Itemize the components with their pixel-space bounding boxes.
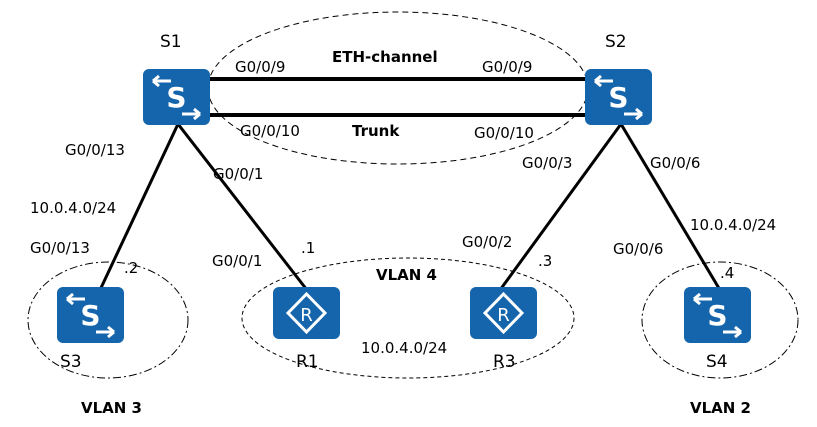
switch-glyph: S bbox=[608, 81, 628, 114]
s2-g0-0-10: G0/0/10 bbox=[474, 124, 534, 142]
label-s1: S1 bbox=[160, 32, 182, 52]
switch-s1[interactable]: S bbox=[141, 67, 212, 127]
s1-g0-0-1: G0/0/1 bbox=[213, 165, 263, 183]
s4-addr: .4 bbox=[720, 264, 734, 282]
link-s1-s3 bbox=[98, 123, 180, 291]
s2-s4-subnet: 10.0.4.0/24 bbox=[690, 216, 776, 234]
s2-g0-0-9: G0/0/9 bbox=[482, 58, 532, 76]
label-s4: S4 bbox=[706, 352, 728, 372]
vlan4-subnet: 10.0.4.0/24 bbox=[361, 339, 447, 357]
vlan2-ellipse bbox=[641, 261, 799, 379]
vlan3-ellipse bbox=[27, 261, 189, 379]
s1-s3-subnet: 10.0.4.0/24 bbox=[30, 199, 116, 217]
vlan2-label: VLAN 2 bbox=[690, 399, 751, 417]
link-s2-r3 bbox=[498, 123, 623, 291]
vlan4-ellipse bbox=[241, 257, 575, 379]
s3-addr: .2 bbox=[124, 259, 138, 277]
link-s2-s4 bbox=[619, 123, 722, 291]
s2-g0-0-3: G0/0/3 bbox=[522, 154, 572, 172]
switch-glyph: S bbox=[80, 299, 100, 332]
vlan3-label: VLAN 3 bbox=[81, 399, 142, 417]
router-r1[interactable]: R bbox=[271, 285, 342, 341]
r3-g0-0-2: G0/0/2 bbox=[462, 233, 512, 251]
s1-g0-0-9: G0/0/9 bbox=[235, 58, 285, 76]
s1-g0-0-13: G0/0/13 bbox=[65, 141, 125, 159]
switch-glyph: S bbox=[707, 299, 727, 332]
label-s2: S2 bbox=[605, 32, 627, 52]
switch-s2[interactable]: S bbox=[583, 67, 654, 127]
trunk-label: Trunk bbox=[352, 122, 400, 140]
link-s1-r1 bbox=[176, 123, 309, 291]
label-r3: R3 bbox=[493, 352, 516, 372]
switch-s3[interactable]: S bbox=[55, 285, 126, 345]
router-glyph: R bbox=[300, 305, 313, 326]
s3-g0-0-13: G0/0/13 bbox=[30, 239, 90, 257]
eth-channel-label: ETH-channel bbox=[332, 48, 438, 66]
s2-g0-0-6: G0/0/6 bbox=[650, 154, 700, 172]
vlan4-label: VLAN 4 bbox=[376, 266, 437, 284]
switch-s4[interactable]: S bbox=[682, 285, 753, 345]
router-glyph: R bbox=[497, 305, 510, 326]
s4-g0-0-6: G0/0/6 bbox=[613, 240, 663, 258]
r1-addr: .1 bbox=[301, 239, 315, 257]
s1-g0-0-10: G0/0/10 bbox=[240, 122, 300, 140]
r1-g0-0-1: G0/0/1 bbox=[212, 252, 262, 270]
r3-addr: .3 bbox=[538, 252, 552, 270]
label-r1: R1 bbox=[296, 352, 319, 372]
label-s3: S3 bbox=[60, 352, 82, 372]
switch-glyph: S bbox=[166, 81, 186, 114]
router-r3[interactable]: R bbox=[468, 285, 539, 341]
